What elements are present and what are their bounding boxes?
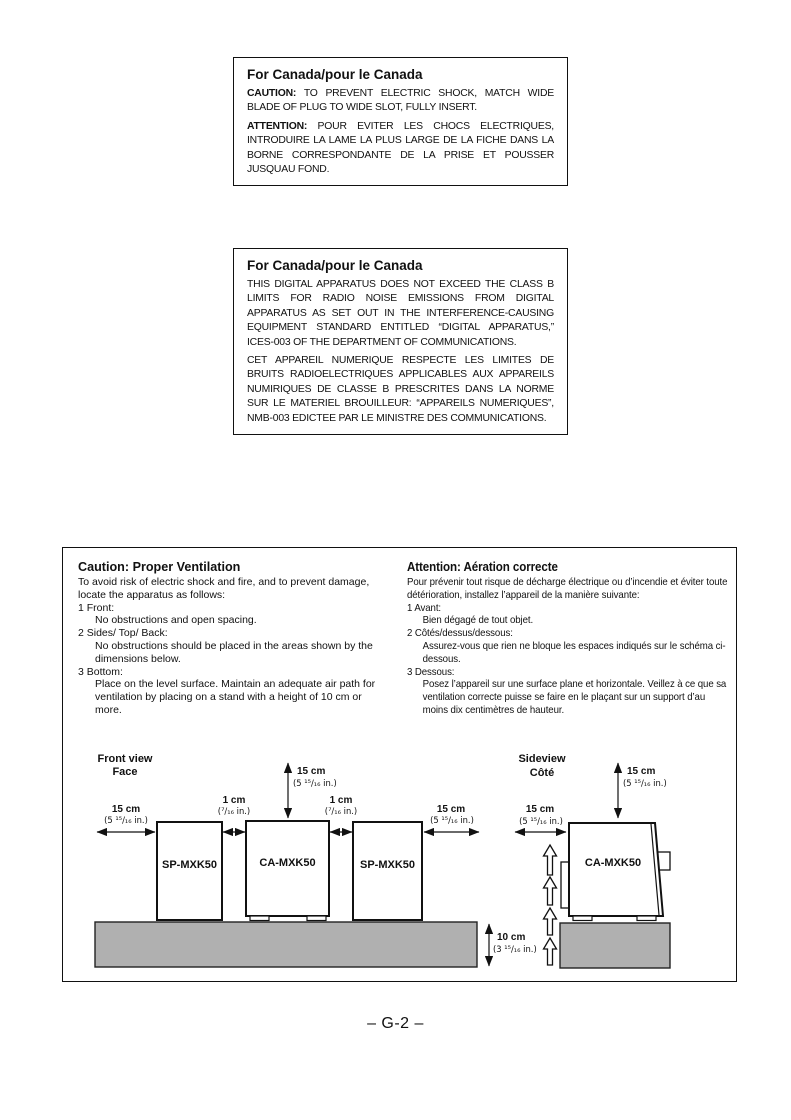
item-text: Place on the level surface. Maintain an … [95,678,376,716]
ventilation-french-column: Attention: Aération correcte Pour préven… [407,560,731,717]
list-item: 1 Front: No obstructions and open spacin… [78,602,386,628]
page-number: – G-2 – [367,1015,424,1032]
attention-text: POUR EVITER LES CHOCS ELECTRIQUES, INTRO… [247,120,554,176]
attention-paragraph: ATTENTION: POUR EVITER LES CHOCS ELECTRI… [247,120,554,178]
list-item: 2 Côtés/dessus/dessous: Assurez-vous que… [407,627,731,665]
ventilation-intro-en: To avoid risk of electric shock and fire… [78,576,370,601]
notice-title: For Canada/pour le Canada [247,258,423,273]
item-text: Posez l’appareil sur une surface plane e… [422,678,727,716]
ventilation-intro-fr: Pour prévenir tout risque de décharge él… [407,576,728,601]
caution-text: TO PREVENT ELECTRIC SHOCK, MATCH WIDE BL… [247,88,555,114]
canada-notice-box-1: For Canada/pour le Canada CAUTION: TO PR… [233,57,568,187]
ices-english-paragraph: THIS DIGITAL APPARATUS DOES NOT EXCEED T… [247,279,554,348]
canada-notice-box-2: For Canada/pour le Canada THIS DIGITAL A… [233,248,568,436]
caution-paragraph: CAUTION: TO PREVENT ELECTRIC SHOCK, MATC… [247,87,554,116]
item-label: 2 Sides/ Top/ Back: [78,627,168,640]
ices-french-paragraph: CET APPAREIL NUMERIQUE RESPECTE LES LIMI… [247,355,554,424]
list-item: 2 Sides/ Top/ Back: No obstructions shou… [78,627,386,665]
ventilation-box: Caution: Proper Ventilation To avoid ris… [62,547,737,982]
attention-label: ATTENTION: [247,120,308,132]
item-text: Assurez-vous que rien ne bloque les espa… [422,639,726,665]
item-text: No obstructions and open spacing. [95,614,257,627]
ventilation-title-fr: Attention: Aération correcte [407,560,558,574]
caution-label: CAUTION: [247,88,297,99]
list-item: 1 Avant: Bien dégagé de tout objet. [407,602,731,628]
ventilation-english-column: Caution: Proper Ventilation To avoid ris… [78,560,386,717]
item-label: 3 Dessous: [407,665,455,678]
list-item: 3 Bottom: Place on the level surface. Ma… [78,666,386,717]
item-label: 3 Bottom: [78,665,123,678]
item-label: 1 Avant: [407,601,442,614]
item-label: 2 Côtés/dessus/dessous: [407,627,513,640]
item-label: 1 Front: [78,601,115,614]
notice-title: For Canada/pour le Canada [247,67,423,82]
ventilation-title-en: Caution: Proper Ventilation [78,560,241,574]
item-text: Bien dégagé de tout objet. [422,614,534,627]
list-item: 3 Dessous: Posez l’appareil sur une surf… [407,666,731,717]
item-text: No obstructions should be placed in the … [95,639,373,665]
